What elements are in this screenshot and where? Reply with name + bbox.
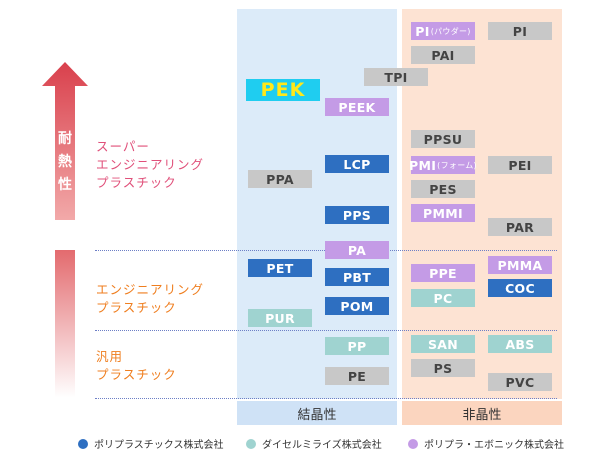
material-pa: PA: [325, 241, 389, 259]
material-pvc: PVC: [488, 373, 552, 391]
material-pi: PI: [488, 22, 552, 40]
column-header-crystalline: 結晶性: [237, 401, 397, 425]
material-par: PAR: [488, 218, 552, 236]
material-lcp: LCP: [325, 155, 389, 173]
heat-resistance-arrow: [42, 62, 88, 398]
category-general-plastics: 汎用 プラスチック: [96, 349, 177, 382]
legend-dot-polyplastics: [78, 438, 88, 449]
material-ppe: PPE: [411, 264, 475, 282]
material-tpi: TPI: [364, 68, 428, 86]
legend-item-daicel: ダイセルミライズ株式会社: [246, 436, 382, 451]
divider-bottom: [95, 398, 557, 399]
material-pbt: PBT: [325, 268, 389, 286]
material-abs: ABS: [488, 335, 552, 353]
material-ppa: PPA: [248, 170, 312, 188]
category-engineering-plastics: エンジニアリング プラスチック: [96, 282, 205, 315]
material-ps: PS: [411, 359, 475, 377]
legend-label-polyplastics: ポリプラスチックス株式会社: [94, 440, 224, 451]
legend-item-polyplastics: ポリプラスチックス株式会社: [78, 436, 224, 451]
legend-item-evonik: ポリプラ・エボニック株式会社: [408, 436, 564, 451]
material-pek: PEK: [246, 79, 320, 101]
material-pe: PE: [325, 367, 389, 385]
material-pmma: PMMA: [488, 256, 552, 274]
material-ppsu: PPSU: [411, 130, 475, 148]
category-super-engineering-plastics: スーパー エンジニアリング プラスチック: [96, 139, 205, 190]
column-header-amorphous: 非晶性: [402, 401, 562, 425]
material-pmi-foam: PMI(フォーム): [409, 156, 477, 174]
material-pmmi: PMMI: [411, 204, 475, 222]
material-san: SAN: [411, 335, 475, 353]
divider-engineering-general: [95, 330, 557, 331]
material-pur: PUR: [248, 309, 312, 327]
material-pps: PPS: [325, 206, 389, 224]
axis-label-heat-resistance: 耐 熱 性: [58, 131, 72, 193]
material-pet: PET: [248, 259, 312, 277]
legend-dot-evonik: [408, 438, 418, 449]
material-pp: PP: [325, 337, 389, 355]
material-pi-powder: PI(パウダー): [411, 22, 475, 40]
material-coc: COC: [488, 279, 552, 297]
material-peek: PEEK: [325, 98, 389, 116]
material-pes: PES: [411, 180, 475, 198]
legend-label-daicel: ダイセルミライズ株式会社: [262, 440, 382, 451]
material-pc: PC: [411, 289, 475, 307]
legend-label-evonik: ポリプラ・エボニック株式会社: [424, 440, 564, 451]
legend-dot-daicel: [246, 438, 256, 449]
material-pei: PEI: [488, 156, 552, 174]
material-pom: POM: [325, 297, 389, 315]
material-pai: PAI: [411, 46, 475, 64]
